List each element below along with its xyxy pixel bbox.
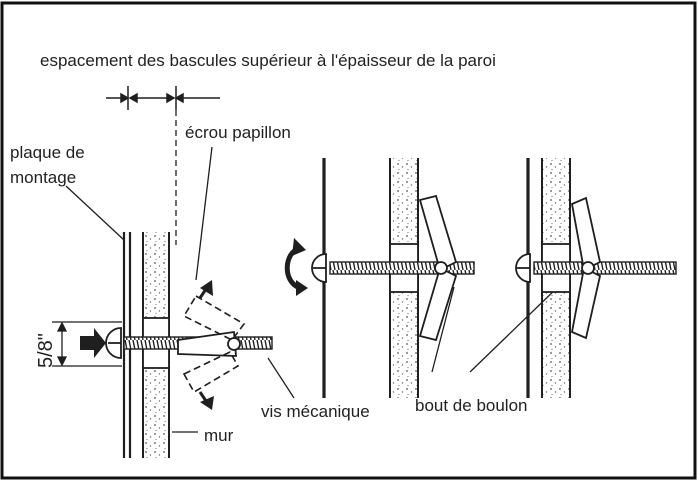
wall-label: mur bbox=[204, 426, 234, 445]
rotate-arrow-icon bbox=[284, 238, 308, 296]
push-arrow-icon bbox=[80, 328, 106, 358]
spacing-note-label: espacement des bascules supérieur à l'ép… bbox=[40, 51, 496, 70]
dimension-label: 5/8" bbox=[35, 333, 57, 368]
bolt-end-label: bout de boulon bbox=[415, 396, 528, 415]
mounting-plate-label-2: montage bbox=[10, 168, 76, 187]
spread-arrow-icon bbox=[198, 280, 214, 410]
mounting-plate-label-1: plaque de bbox=[10, 143, 85, 162]
wing-nut-label: écrou papillon bbox=[185, 123, 291, 142]
figure-tighten bbox=[284, 158, 475, 398]
machine-screw-label: vis mécanique bbox=[261, 402, 370, 421]
spacing-dimension-arrows bbox=[106, 86, 220, 110]
dimension-marker bbox=[52, 321, 122, 367]
figure-install: 5/8" vis mécanique mur bbox=[35, 232, 370, 458]
figure-installed bbox=[515, 158, 677, 398]
